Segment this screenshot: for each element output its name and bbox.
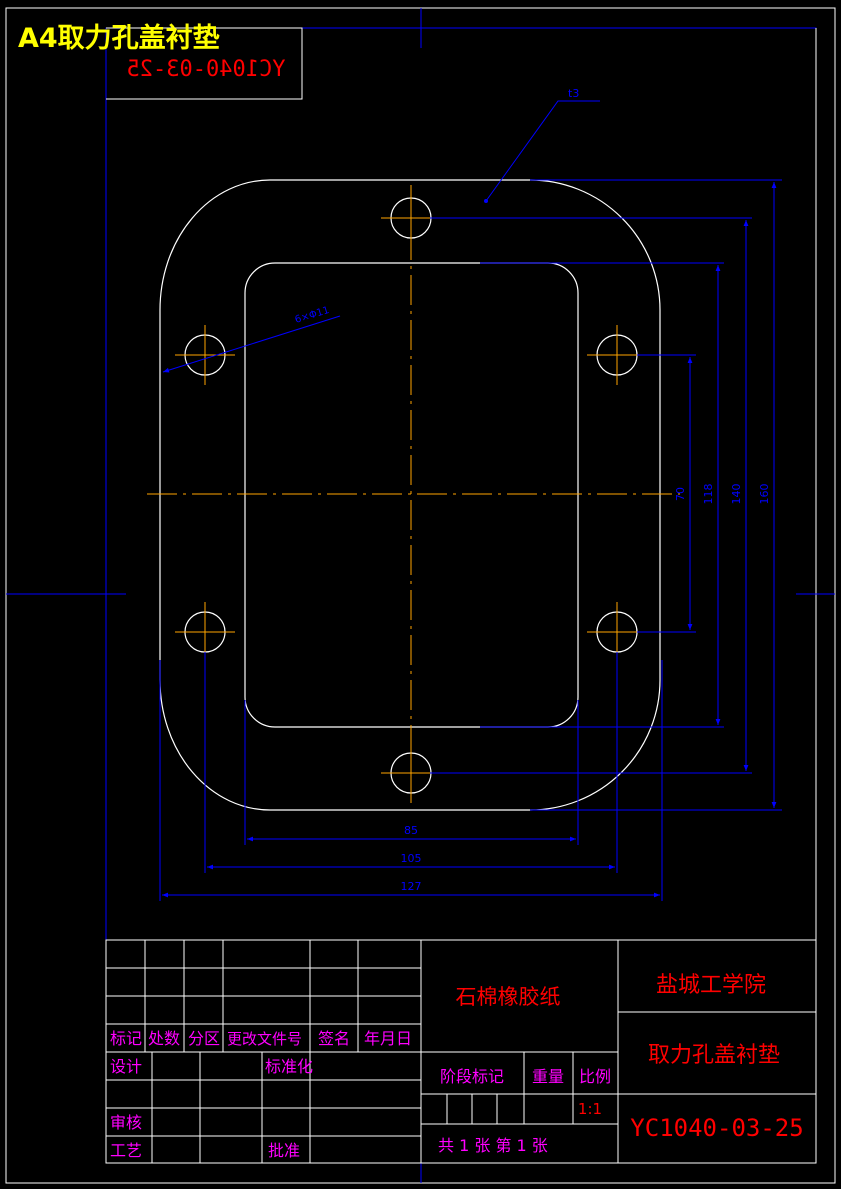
- dim-160: 160: [758, 484, 771, 505]
- gasket-outer-outline: [159, 179, 661, 811]
- dim-127: 127: [401, 880, 422, 893]
- dim-105: 105: [401, 852, 422, 865]
- dim-85: 85: [404, 824, 418, 837]
- rev-header-file-no: 更改文件号: [227, 1030, 302, 1048]
- rev-header-sign: 签名: [318, 1029, 350, 1048]
- part-name: 取力孔盖衬垫: [648, 1043, 780, 1068]
- thickness-leader-dot: [484, 199, 488, 203]
- label-process: 工艺: [110, 1141, 142, 1160]
- drawing-number: YC1040-03-25: [630, 1114, 803, 1142]
- thickness-leader: [485, 100, 600, 202]
- mirrored-drawing-code: YC1040-03-25: [127, 57, 286, 82]
- code-box: [106, 27, 303, 100]
- horizontal-dimension-lines: [162, 836, 660, 898]
- label-standardization: 标准化: [265, 1057, 313, 1076]
- rev-header-count: 处数: [148, 1029, 180, 1048]
- vertical-dimension-lines: [687, 182, 777, 808]
- label-scale: 比例: [579, 1067, 611, 1086]
- rev-header-mark: 标记: [110, 1029, 142, 1048]
- vertical-extension-lines: [430, 179, 782, 811]
- hole-callout-leader: [162, 315, 341, 373]
- label-weight: 重量: [532, 1067, 564, 1086]
- material: 石棉橡胶纸: [456, 985, 561, 1009]
- sheet-title: A4取力孔盖衬垫: [18, 23, 220, 54]
- thickness-note: t3: [568, 87, 579, 100]
- rev-header-date: 年月日: [364, 1029, 412, 1048]
- label-stage-mark: 阶段标记: [440, 1067, 504, 1086]
- label-design: 设计: [110, 1057, 142, 1076]
- label-approve: 批准: [268, 1141, 300, 1160]
- title-block-grid: [105, 939, 817, 1164]
- scale-value: 1:1: [578, 1100, 602, 1118]
- dim-140: 140: [730, 484, 743, 505]
- rev-header-zone: 分区: [188, 1029, 220, 1048]
- dim-118: 118: [702, 484, 715, 505]
- label-review: 审核: [110, 1113, 142, 1132]
- sheet-count: 共 1 张 第 1 张: [438, 1136, 548, 1155]
- school-name: 盐城工学院: [656, 973, 766, 998]
- hole-callout: 6×Φ11: [294, 305, 331, 326]
- dim-70: 70: [674, 487, 687, 501]
- horizontal-extension-lines: [159, 652, 663, 901]
